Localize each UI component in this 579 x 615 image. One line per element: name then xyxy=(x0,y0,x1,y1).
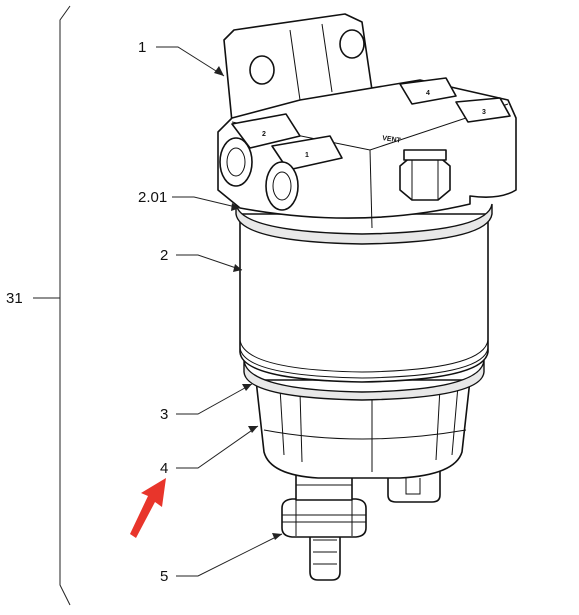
port-4-marking: 4 xyxy=(426,90,430,97)
filter-illustration: 2 1 4 3 VENT xyxy=(217,13,517,581)
element-gasket xyxy=(235,203,493,245)
callout-1: 1 xyxy=(138,39,225,77)
callout-5: 5 xyxy=(160,533,283,585)
callout-3-label: 3 xyxy=(160,406,168,423)
assembly-bracket: 31 xyxy=(6,5,71,606)
bowl-seal-ring xyxy=(243,359,485,401)
callout-2: 2 xyxy=(160,247,243,272)
port-1-marking: 1 xyxy=(305,152,309,159)
assembly-number: 31 xyxy=(6,290,23,307)
callout-1-label: 1 xyxy=(138,39,146,56)
callout-3: 3 xyxy=(160,383,253,423)
port-3-marking: 3 xyxy=(482,109,486,116)
callout-4: 4 xyxy=(160,425,259,477)
red-highlight-arrow-icon xyxy=(130,478,166,538)
callout-4-label: 4 xyxy=(160,460,168,477)
filter-element xyxy=(239,213,489,383)
callout-5-label: 5 xyxy=(160,568,168,585)
callout-2-01-label: 2.01 xyxy=(138,189,167,206)
callout-2-01: 2.01 xyxy=(138,189,241,211)
collection-bowl xyxy=(255,379,471,479)
vent-marking: VENT xyxy=(382,135,402,145)
drain-valve xyxy=(281,469,367,581)
port-2-marking: 2 xyxy=(262,131,266,138)
callout-2-label: 2 xyxy=(160,247,168,264)
filter-head: 2 1 4 3 VENT xyxy=(217,13,517,229)
